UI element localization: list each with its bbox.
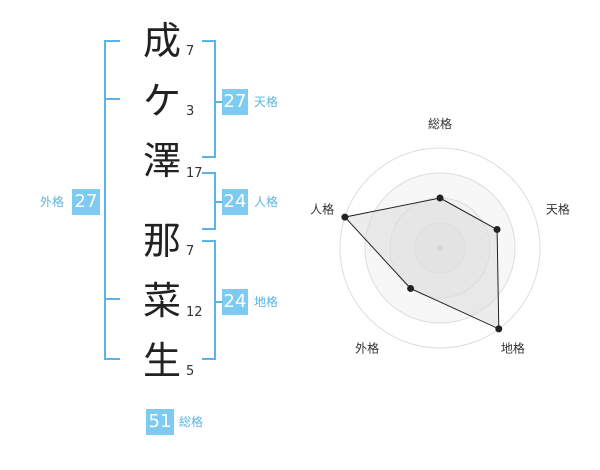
chikaku-bracket-spine: [214, 240, 216, 360]
gaikaku-value: 27: [72, 189, 100, 215]
radar-data-point: [493, 225, 501, 233]
stroke-count-6: 5: [186, 364, 195, 379]
radar-axis-label: 総格: [428, 116, 452, 131]
jinkaku-label: 人格: [254, 195, 279, 209]
chikaku-bracket-tick: [202, 240, 216, 242]
soukaku-label: 総格: [179, 415, 204, 429]
name-char-5: 菜: [142, 279, 181, 323]
tenkaku-bracket-tick: [202, 156, 216, 158]
radar-data-polygon: [343, 197, 500, 330]
tenkaku-bracket-tick: [202, 40, 216, 42]
chikaku-label: 地格: [254, 295, 279, 309]
radar-axis-label: 人格: [310, 202, 334, 217]
tenkaku-bracket-connector: [214, 101, 222, 103]
tenkaku-bracket-spine: [214, 40, 216, 158]
soukaku-value: 51: [146, 409, 174, 435]
tenkaku-value: 27: [222, 89, 248, 115]
gaikaku-bracket-tick: [104, 298, 120, 300]
name-char-1: 成: [142, 19, 181, 63]
jinkaku-bracket-tick: [202, 172, 216, 174]
stroke-count-2: 3: [186, 104, 195, 119]
name-char-3: 澤: [142, 139, 181, 183]
radar-data-point: [495, 325, 503, 333]
jinkaku-value: 24: [222, 189, 248, 215]
gaikaku-bracket-spine: [104, 40, 106, 360]
radar-data-point: [407, 284, 415, 292]
jinkaku-bracket-connector: [214, 201, 222, 203]
jinkaku-bracket-tick: [202, 228, 216, 230]
stroke-count-5: 12: [186, 305, 203, 320]
chikaku-bracket-connector: [214, 301, 222, 303]
stroke-count-3: 17: [186, 166, 203, 181]
radar-axis-label: 天格: [546, 202, 570, 217]
radar-axis-label: 外格: [355, 340, 379, 355]
radar-data-point: [341, 213, 349, 221]
chikaku-bracket-tick: [202, 358, 216, 360]
name-char-6: 生: [142, 339, 181, 383]
stroke-count-1: 7: [186, 44, 195, 59]
name-char-4: 那: [142, 219, 181, 263]
tenkaku-label: 天格: [254, 95, 279, 109]
chikaku-value: 24: [222, 289, 248, 315]
radar-data-point: [436, 194, 444, 202]
name-char-2: ケ: [142, 79, 181, 123]
gaikaku-label: 外格: [40, 195, 65, 209]
gaikaku-bracket-tick: [104, 358, 120, 360]
gaikaku-bracket-tick: [104, 98, 120, 100]
gaikaku-bracket-tick: [104, 40, 120, 42]
stroke-count-4: 7: [186, 244, 195, 259]
radar-axis-label: 地格: [501, 340, 525, 355]
